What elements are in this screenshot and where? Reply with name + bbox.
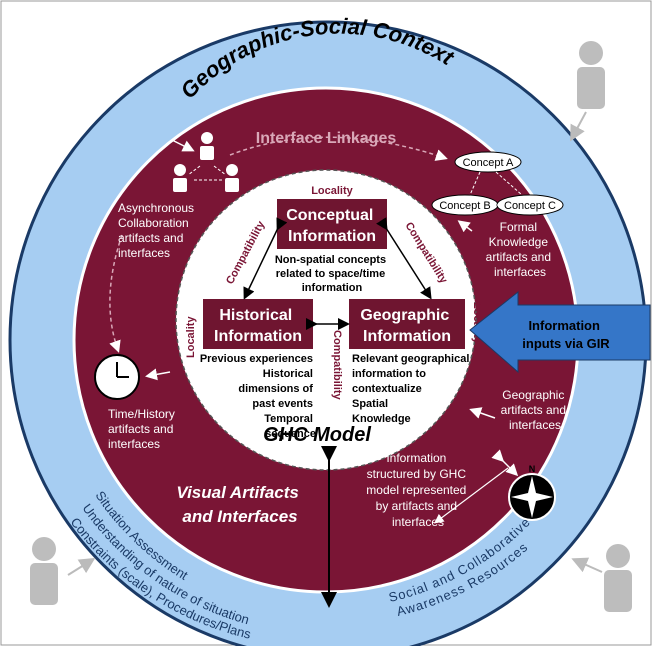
historical-info-box	[203, 299, 313, 349]
clock-arrow	[145, 368, 171, 381]
geo-artifacts-arrow	[469, 407, 496, 419]
ghc-model-label: GHC Model	[263, 424, 371, 446]
interface-linkages-label: Interface Linkages	[256, 130, 397, 147]
gir-input-arrow	[469, 290, 651, 374]
collab-label: Asynchronous Collaboration artifacts and…	[118, 201, 197, 260]
concept-c-label: Concept C	[504, 200, 556, 212]
collaboration-icon	[173, 132, 239, 192]
concept-b-label: Concept B	[439, 200, 490, 212]
collab-arrow	[171, 139, 195, 152]
historical-desc: Previous experiences Historical dimensio…	[200, 353, 316, 440]
gir-label: Information inputs via GIR	[522, 318, 610, 351]
geographic-info-box	[349, 299, 465, 349]
time-label: Time/History artifacts and interfaces	[108, 407, 178, 451]
formal-arrow	[457, 220, 473, 233]
svg-text:N: N	[529, 464, 536, 474]
person-icon-bottom-left	[30, 537, 58, 605]
formal-label: Formal Knowledge artifacts and interface…	[486, 220, 555, 279]
linkage-arrow-top	[229, 136, 448, 161]
clock-icon	[94, 354, 140, 400]
geographic-desc: Relevant geographical information to con…	[352, 353, 472, 425]
linkage-arrow-left	[109, 234, 123, 353]
conceptual-desc: Non-spatial concepts related to space/ti…	[275, 254, 389, 294]
structured-label: Information structured by GHC model repr…	[366, 451, 469, 529]
geographic-title: Geographic Information	[360, 307, 453, 345]
locality-top: Locality	[311, 185, 353, 197]
concept-a-label: Concept A	[463, 157, 514, 169]
historical-title: Historical Information	[214, 307, 302, 345]
person-arrow-bottom-left	[67, 557, 96, 576]
structured-arrow	[434, 467, 509, 524]
person-arrow-bottom-right	[571, 557, 603, 573]
person-icon-top-right	[577, 41, 605, 109]
concept-ovals	[431, 151, 564, 216]
compass-icon: N	[508, 464, 556, 521]
conceptual-geographic-arrow	[376, 217, 432, 300]
locality-left: Locality	[185, 316, 197, 358]
conceptual-info-box	[277, 199, 387, 249]
compass-arrow	[491, 449, 519, 477]
visual-artifacts-label: Visual Artifacts and Interfaces	[176, 483, 303, 526]
conceptual-title: Conceptual Information	[286, 207, 378, 245]
person-icon-bottom-right	[604, 544, 632, 612]
person-arrow-top-right	[570, 111, 587, 142]
conceptual-historical-arrow	[243, 217, 288, 300]
concept-a-oval	[454, 151, 522, 173]
compatibility-center: Compatibility	[331, 330, 343, 401]
geo-artifacts-label: Geographic artifacts and interfaces	[501, 388, 570, 432]
